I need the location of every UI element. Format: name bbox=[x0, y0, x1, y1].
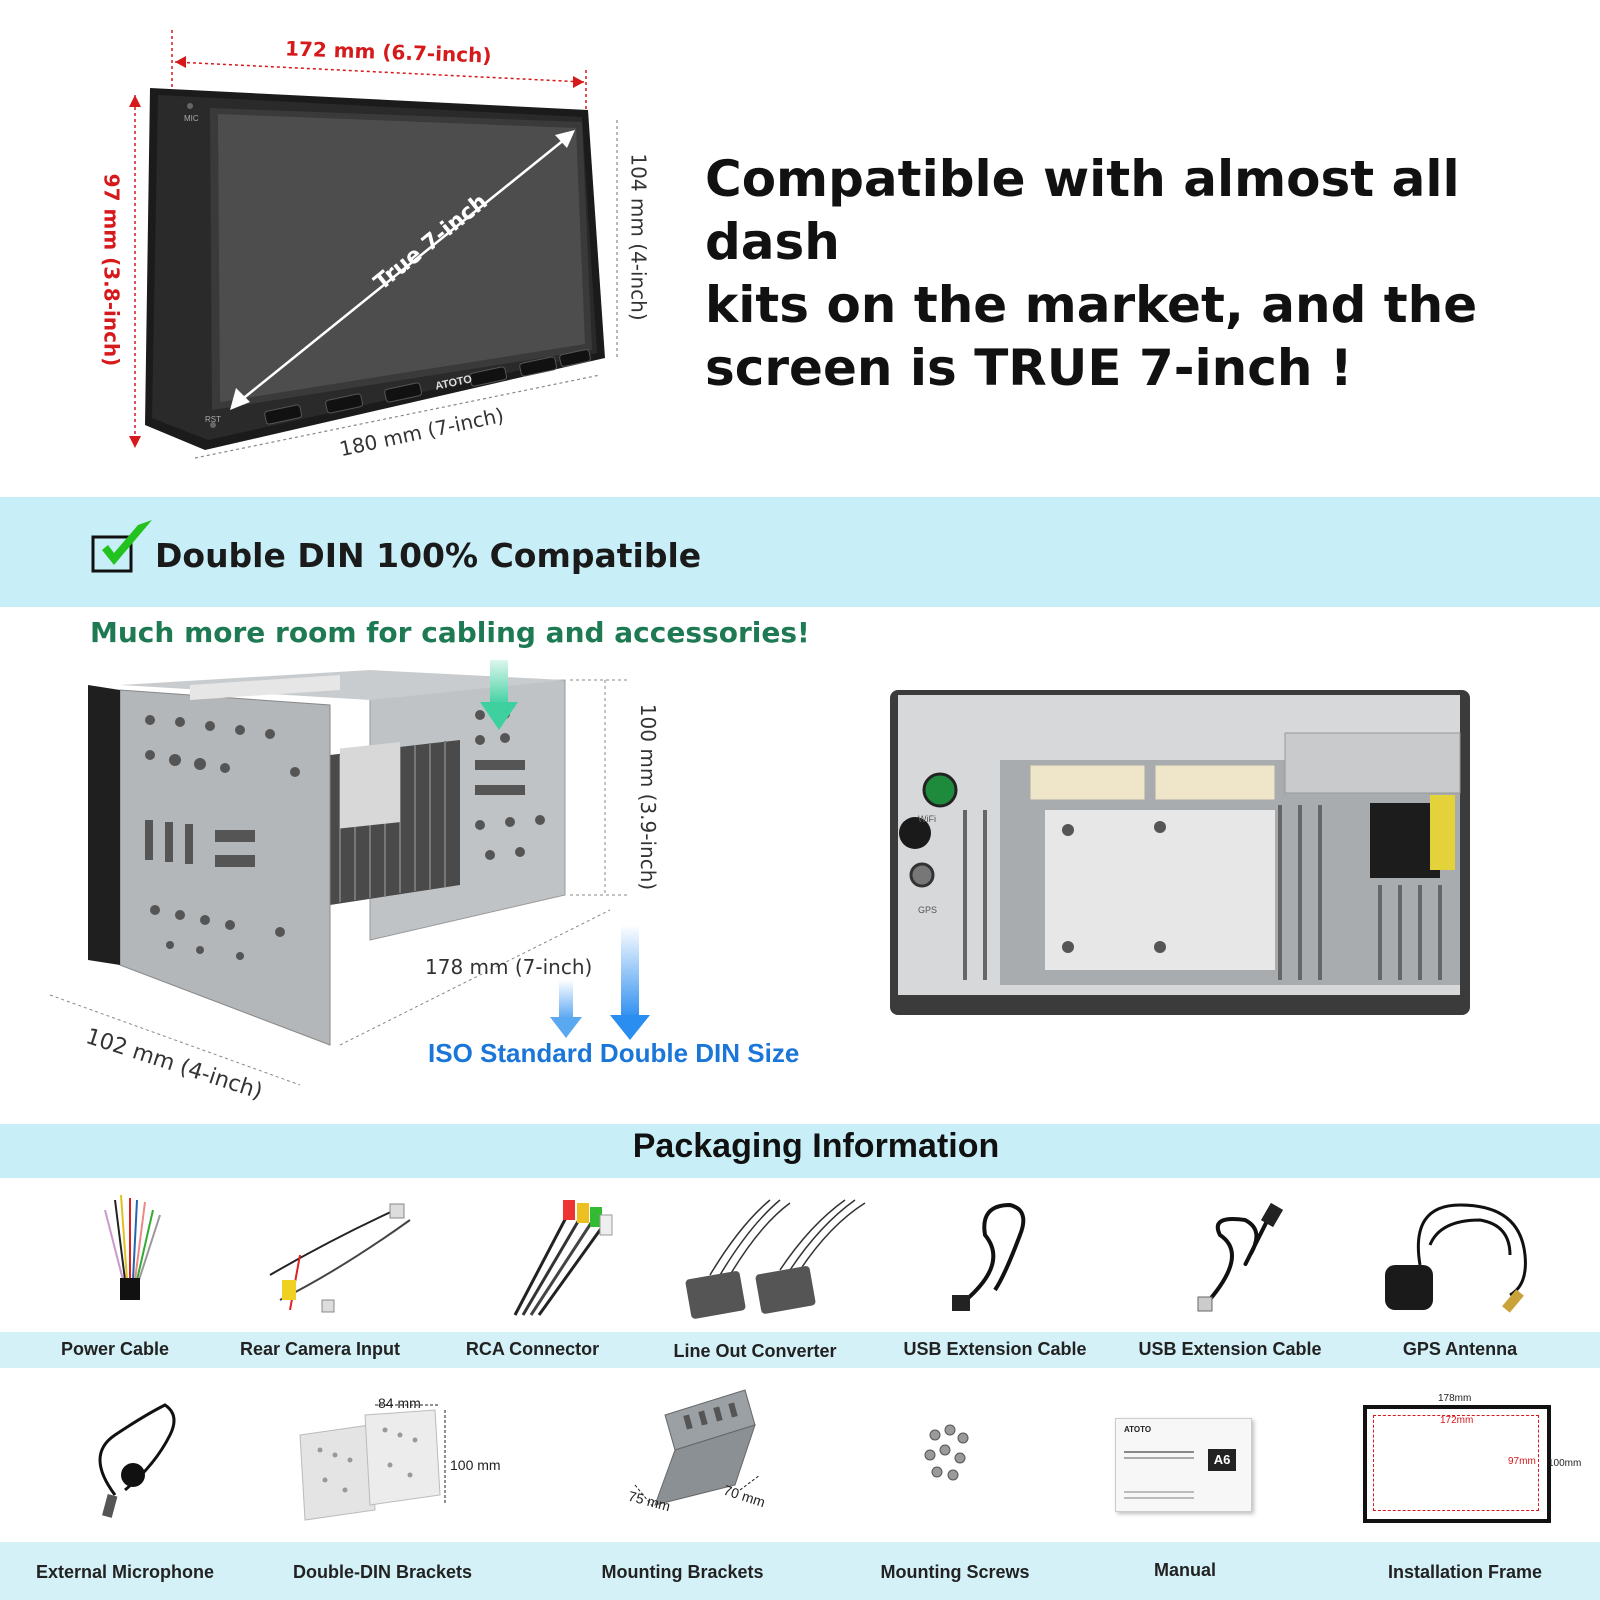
headline-line-3: screen is TRUE 7-inch ! bbox=[705, 339, 1353, 397]
packaging-title: Packaging Information bbox=[632, 1127, 1000, 1165]
rca-connector-icon bbox=[513, 1200, 613, 1316]
head-unit-front-illustration bbox=[129, 30, 618, 459]
frame-inner-height: 97mm bbox=[1508, 1456, 1536, 1467]
item-label-power-cable: Power Cable bbox=[60, 1339, 170, 1359]
item-label-double-din-brackets: Double-DIN Brackets bbox=[292, 1562, 473, 1582]
power-cable-icon bbox=[104, 1194, 161, 1300]
manual-brand: ATOTO bbox=[1124, 1425, 1152, 1434]
item-label-mounting-brackets: Mounting Brackets bbox=[601, 1562, 764, 1582]
rear-camera-input-icon bbox=[269, 1203, 411, 1313]
external-microphone-icon bbox=[98, 1403, 176, 1518]
bracket-height-dim: 100 mm bbox=[450, 1457, 501, 1473]
gps-antenna-icon bbox=[1385, 1203, 1527, 1313]
iso-size-label: ISO Standard Double DIN Size bbox=[428, 1038, 800, 1068]
item-label-gps-antenna: GPS Antenna bbox=[1402, 1339, 1518, 1359]
packaging-title-band bbox=[0, 1124, 1600, 1178]
item-label-usb-extension-cable: USB Extension Cable bbox=[903, 1339, 1087, 1359]
item-label-installation-frame: Installation Frame bbox=[1387, 1562, 1543, 1582]
installation-frame bbox=[1363, 1405, 1551, 1523]
item-label-rca-connector: RCA Connector bbox=[465, 1339, 600, 1359]
usb-extension-cable-2-icon bbox=[1197, 1202, 1284, 1312]
bracket-width-dim: 84 mm bbox=[378, 1395, 421, 1411]
manual-booklet: ATOTO A6 bbox=[1115, 1418, 1252, 1512]
din-cage-illustration bbox=[49, 660, 650, 1086]
frame-inner-width: 172mm bbox=[1440, 1415, 1474, 1426]
item-label-manual: Manual bbox=[1153, 1560, 1216, 1580]
usb-extension-cable-icon bbox=[952, 1202, 1026, 1311]
din-title-band bbox=[0, 497, 1600, 607]
item-label-mounting-screws: Mounting Screws bbox=[880, 1562, 1030, 1582]
din-width-label: 178 mm (7-inch) bbox=[425, 955, 593, 979]
cabling-subtitle: Much more room for cabling and accessori… bbox=[90, 616, 810, 649]
frame-outer-height: 100mm bbox=[1548, 1458, 1582, 1469]
rear-panel-illustration: WiFi GPS bbox=[890, 690, 1470, 1015]
rst-label: RST bbox=[205, 415, 221, 424]
row2-label-band bbox=[0, 1542, 1600, 1600]
item-label-line-out-converter: Line Out Converter bbox=[673, 1341, 837, 1361]
item-label-external-microphone: External Microphone bbox=[35, 1562, 215, 1582]
item-label-usb-extension-cable-2: USB Extension Cable bbox=[1138, 1339, 1322, 1359]
line-out-converter-icon bbox=[685, 1199, 866, 1319]
manual-text-lines bbox=[1124, 1451, 1194, 1453]
headline-line-2: kits on the market, and the bbox=[705, 276, 1478, 334]
unit-height-label: 104 mm (4-inch) bbox=[626, 153, 651, 321]
double-din-brackets-icon bbox=[299, 1404, 446, 1521]
frame-outer-width: 178mm bbox=[1438, 1393, 1472, 1404]
rear-gps-label: GPS bbox=[918, 905, 937, 915]
screen-height-label: 97 mm (3.8-inch) bbox=[99, 173, 124, 367]
manual-badge: A6 bbox=[1208, 1449, 1236, 1471]
mic-label: MIC bbox=[184, 114, 199, 123]
item-label-rear-camera-input: Rear Camera Input bbox=[239, 1339, 401, 1359]
mounting-brackets-icon bbox=[634, 1389, 761, 1508]
row1-label-band bbox=[0, 1332, 1600, 1368]
headline-line-1: Compatible with almost all dash bbox=[705, 150, 1460, 271]
din-height-label: 100 mm (3.9-inch) bbox=[636, 703, 661, 891]
frame-inner-outline bbox=[1373, 1415, 1539, 1511]
checkbox-check-icon bbox=[91, 520, 152, 573]
mounting-screws-icon bbox=[924, 1424, 969, 1481]
headline: Compatible with almost all dash kits on … bbox=[705, 148, 1575, 400]
din-title: Double DIN 100% Compatible bbox=[155, 536, 702, 575]
rear-wifi-label: WiFi bbox=[918, 814, 936, 824]
